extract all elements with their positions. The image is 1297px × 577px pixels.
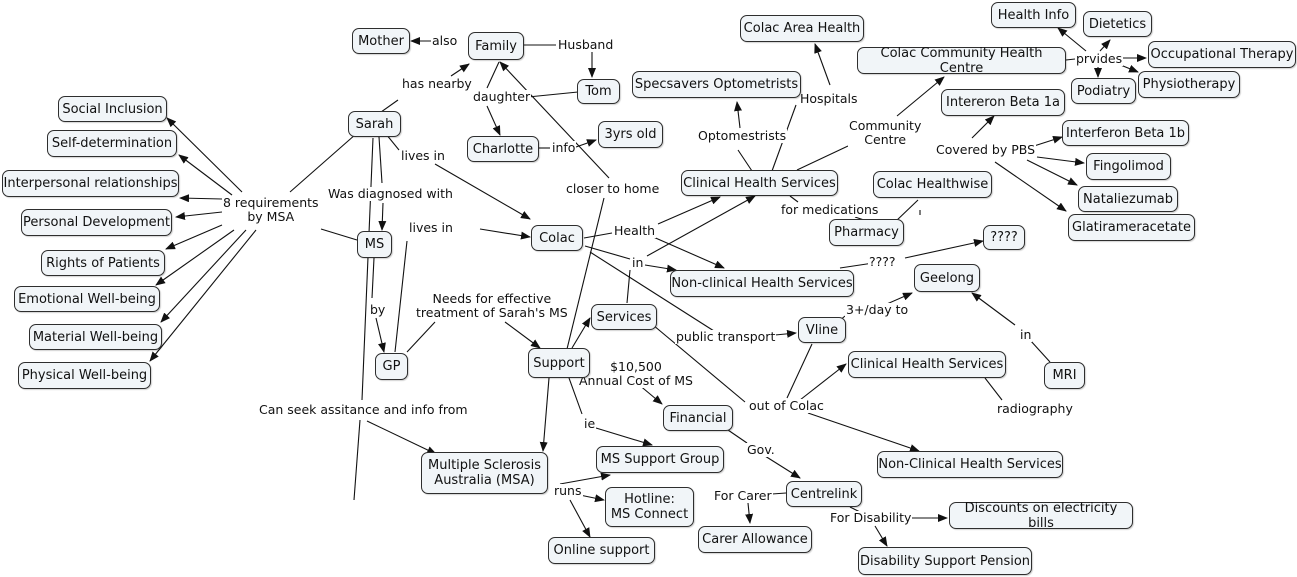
link-label-annual-cost: $10,500 Annual Cost of MS (578, 359, 694, 388)
concept-podiatry[interactable]: Podiatry (1071, 78, 1136, 104)
concept-material-well-being[interactable]: Material Well-being (29, 324, 162, 350)
concept-physiotherapy[interactable]: Physiotherapy (1138, 71, 1240, 98)
concept-rights-of-patients[interactable]: Rights of Patients (41, 250, 165, 276)
concept-interferon-beta-1a[interactable]: Intereron Beta 1a (941, 89, 1065, 116)
concept-disability-support-pension[interactable]: Disability Support Pension (858, 547, 1032, 575)
concept-centrelink[interactable]: Centrelink (786, 481, 862, 507)
link-label-gov: Gov. (746, 442, 776, 457)
concept-fingolimod[interactable]: Fingolimod (1086, 153, 1171, 180)
link-label-by: by (369, 302, 387, 317)
concept-dietetics[interactable]: Dietetics (1083, 11, 1152, 37)
link-label-in-geelong: in (1019, 327, 1033, 342)
link-label-3-per-day: 3+/day to (845, 302, 910, 317)
link-label-covered-by-pbs: Covered by PBS (935, 142, 1037, 157)
concept-self-determination[interactable]: Self-determination (47, 130, 177, 157)
concept-specsavers-optometrists[interactable]: Specsavers Optometrists (632, 71, 801, 98)
link-label-8-requirements: 8 requirements by MSA (222, 195, 320, 224)
link-label-needs: Needs for effective treatment of Sarah's… (415, 291, 569, 320)
concept-mri[interactable]: MRI (1044, 362, 1085, 389)
concept-clinical-health-services-colac[interactable]: Clinical Health Services (681, 170, 838, 196)
concept-geelong[interactable]: Geelong (914, 264, 980, 292)
concept-ms[interactable]: MS (357, 231, 392, 258)
link-label-for-medications: for medications (780, 202, 880, 217)
concept-colac-community-health-centre[interactable]: Colac Community Health Centre (857, 46, 1066, 76)
concept-3yrs-old[interactable]: 3yrs old (598, 121, 663, 148)
concept-pharmacy[interactable]: Pharmacy (829, 219, 904, 246)
link-label-closer-to-home: closer to home (565, 181, 661, 196)
concept-emotional-well-being[interactable]: Emotional Well-being (14, 286, 160, 312)
link-label-optometrists: Optomestrists (697, 128, 788, 143)
link-label-out-of-colac: out of Colac (748, 398, 825, 413)
concept-colac[interactable]: Colac (531, 225, 583, 251)
concept-online-support[interactable]: Online support (548, 537, 655, 564)
concept-multiple-sclerosis-australia[interactable]: Multiple Sclerosis Australia (MSA) (421, 452, 548, 494)
link-label-in: in (631, 255, 645, 270)
link-label-also: also (431, 33, 459, 48)
concept-social-inclusion[interactable]: Social Inclusion (58, 96, 167, 122)
link-label-radiography: radiography (996, 401, 1074, 416)
link-label-can-seek: Can seek assitance and info from (258, 402, 469, 417)
concept-non-clinical-health-services-geelong[interactable]: Non-Clinical Health Services (877, 451, 1063, 478)
link-label-daughter: daughter (472, 89, 532, 104)
link-label-question-marks: ???? (868, 254, 897, 269)
concept-family[interactable]: Family (468, 32, 524, 60)
link-label-info: info (551, 140, 577, 155)
link-label-prvides: prvides (1075, 51, 1124, 66)
concept-support[interactable]: Support (528, 348, 590, 378)
concept-vline[interactable]: Vline (798, 317, 846, 343)
concept-personal-development[interactable]: Personal Development (21, 209, 172, 236)
concept-question-marks[interactable]: ???? (983, 225, 1025, 250)
concept-tom[interactable]: Tom (577, 79, 620, 104)
link-label-was-diagnosed: Was diagnosed with (327, 186, 454, 201)
link-label-lives-in-1: lives in (400, 148, 446, 163)
concept-interpersonal-relationships[interactable]: Interpersonal relationships (2, 170, 179, 197)
link-label-health: Health (613, 223, 657, 238)
link-label-husband: Husband (557, 37, 615, 52)
concept-glatirameracetate[interactable]: Glatirameracetate (1068, 214, 1195, 241)
link-label-for-disability: For Disability (829, 510, 913, 525)
concept-interferon-beta-1b[interactable]: Interferon Beta 1b (1062, 120, 1189, 146)
concept-services[interactable]: Services (591, 304, 657, 330)
concept-gp[interactable]: GP (375, 353, 408, 380)
link-label-community-centre: Community Centre (848, 118, 923, 147)
concept-health-info[interactable]: Health Info (991, 2, 1076, 28)
concept-charlotte[interactable]: Charlotte (467, 136, 539, 162)
concept-carer-allowance[interactable]: Carer Allowance (698, 526, 812, 553)
link-label-public-transport: public transport (675, 329, 777, 344)
concept-financial[interactable]: Financial (663, 405, 733, 431)
link-label-has-nearby: has nearby (401, 76, 473, 91)
link-label-for-carer: For Carer (713, 488, 773, 503)
concept-hotline-ms-connect[interactable]: Hotline: MS Connect (605, 487, 694, 527)
concept-colac-healthwise[interactable]: Colac Healthwise (873, 171, 992, 198)
link-label-ie: ie (583, 416, 597, 431)
link-label-runs: runs (553, 483, 583, 498)
concept-nataliezumab[interactable]: Nataliezumab (1078, 186, 1178, 212)
link-label-hospitals: Hospitals (799, 91, 859, 106)
concept-clinical-health-services-geelong[interactable]: Clinical Health Services (848, 351, 1006, 378)
concept-discounts-electricity[interactable]: Discounts on electricity bills (949, 501, 1133, 531)
concept-physical-well-being[interactable]: Physical Well-being (18, 362, 151, 389)
concept-sarah[interactable]: Sarah (348, 111, 401, 137)
concept-mother[interactable]: Mother (352, 28, 410, 54)
concept-ms-support-group[interactable]: MS Support Group (596, 446, 724, 473)
concept-colac-area-health[interactable]: Colac Area Health (740, 15, 864, 42)
concept-occupational-therapy[interactable]: Occupational Therapy (1148, 41, 1296, 68)
concept-non-clinical-health-services-colac[interactable]: Non-clinical Health Services (670, 270, 854, 297)
link-label-lives-in-2: lives in (408, 220, 454, 235)
